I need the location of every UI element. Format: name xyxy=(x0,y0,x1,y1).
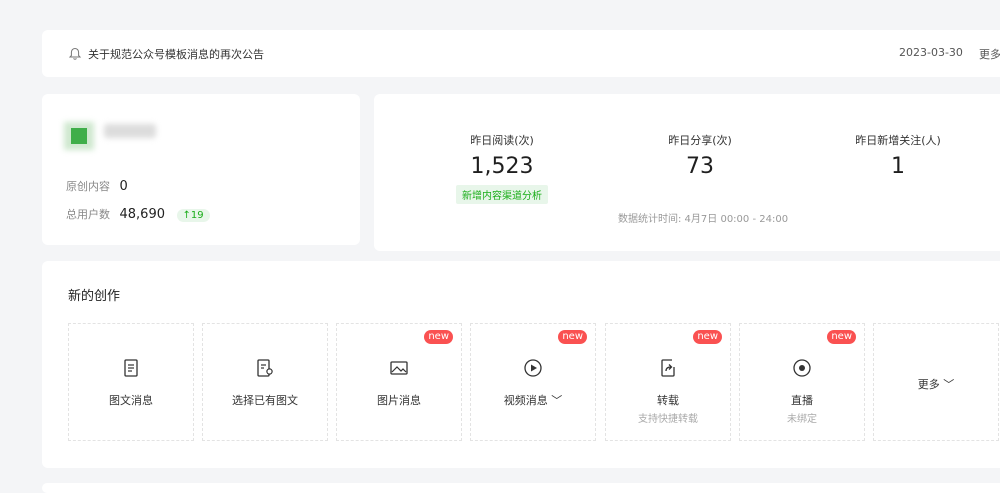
stat-shares-label: 昨日分享(次) xyxy=(668,134,732,147)
tile-live[interactable]: new 直播 未绑定 xyxy=(739,323,865,441)
tile-article-label: 图文消息 xyxy=(109,394,153,407)
stat-reads-value: 1,523 xyxy=(470,154,534,179)
stat-follows-value: 1 xyxy=(891,154,905,179)
new-badge: new xyxy=(693,330,722,344)
users-delta-badge: ↑19 xyxy=(176,209,210,222)
tile-existing-article[interactable]: 选择已有图文 xyxy=(202,323,328,441)
stats-card: 昨日阅读(次) 1,523 新增内容渠道分析 昨日分享(次) 73 昨日新增关注… xyxy=(374,94,1000,251)
account-card: 原创内容 0 总用户数 48,690 ↑19 xyxy=(42,94,360,245)
stat-reads[interactable]: 昨日阅读(次) 1,523 新增内容渠道分析 xyxy=(412,132,592,204)
tile-image-label: 图片消息 xyxy=(377,394,421,407)
original-content-label: 原创内容 xyxy=(66,180,110,193)
repost-icon xyxy=(661,359,675,377)
tile-repost-sub: 支持快捷转载 xyxy=(638,414,698,425)
tile-existing-article-label: 选择已有图文 xyxy=(232,394,298,407)
stats-period: 数据统计时间: 4月7日 00:00 - 24:00 xyxy=(618,214,789,225)
tile-repost-label: 转载 xyxy=(657,394,679,407)
stat-follows[interactable]: 昨日新增关注(人) 1 xyxy=(808,132,988,179)
tile-article[interactable]: 图文消息 xyxy=(68,323,194,441)
stat-shares-value: 73 xyxy=(686,154,714,179)
new-badge: new xyxy=(558,330,587,344)
live-icon xyxy=(793,359,811,377)
new-badge: new xyxy=(424,330,453,344)
stat-shares[interactable]: 昨日分享(次) 73 xyxy=(610,132,790,179)
tile-video[interactable]: new 视频消息 ﹀ xyxy=(470,323,596,441)
next-section-card xyxy=(42,483,1000,493)
tile-live-sub: 未绑定 xyxy=(787,414,817,425)
original-content-value[interactable]: 0 xyxy=(119,179,128,194)
new-badge: new xyxy=(827,330,856,344)
play-icon xyxy=(524,359,542,377)
tile-image[interactable]: new 图片消息 xyxy=(336,323,462,441)
notice-more-link[interactable]: 更多 xyxy=(979,48,1000,61)
document-search-icon xyxy=(257,359,273,377)
document-icon xyxy=(124,359,138,377)
new-creation-card: 新的创作 图文消息 选择已有图文 new 图片消息 new xyxy=(42,261,1000,468)
tile-more[interactable]: 更多 ﹀ xyxy=(873,323,999,441)
image-icon xyxy=(390,361,408,375)
avatar[interactable] xyxy=(62,118,96,152)
tile-more-label: 更多 ﹀ xyxy=(917,378,955,391)
total-users-row: 总用户数 48,690 ↑19 xyxy=(66,206,210,222)
channel-analysis-link[interactable]: 新增内容渠道分析 xyxy=(456,185,548,204)
notice-text[interactable]: 关于规范公众号模板消息的再次公告 xyxy=(88,48,264,61)
total-users-value[interactable]: 48,690 xyxy=(119,207,166,222)
notice-bar: 关于规范公众号模板消息的再次公告 2023-03-30 更多 xyxy=(42,30,1000,77)
tile-video-label: 视频消息 ﹀ xyxy=(503,394,563,407)
notice-date: 2023-03-30 xyxy=(899,46,963,59)
tile-live-label: 直播 xyxy=(791,394,813,407)
total-users-label: 总用户数 xyxy=(66,208,110,221)
stat-follows-label: 昨日新增关注(人) xyxy=(855,134,941,147)
tile-repost[interactable]: new 转载 支持快捷转载 xyxy=(605,323,731,441)
account-name[interactable] xyxy=(104,124,156,138)
creation-title: 新的创作 xyxy=(68,289,121,304)
stat-reads-label: 昨日阅读(次) xyxy=(470,134,534,147)
bell-icon xyxy=(68,47,82,60)
original-content-row: 原创内容 0 xyxy=(66,178,128,194)
